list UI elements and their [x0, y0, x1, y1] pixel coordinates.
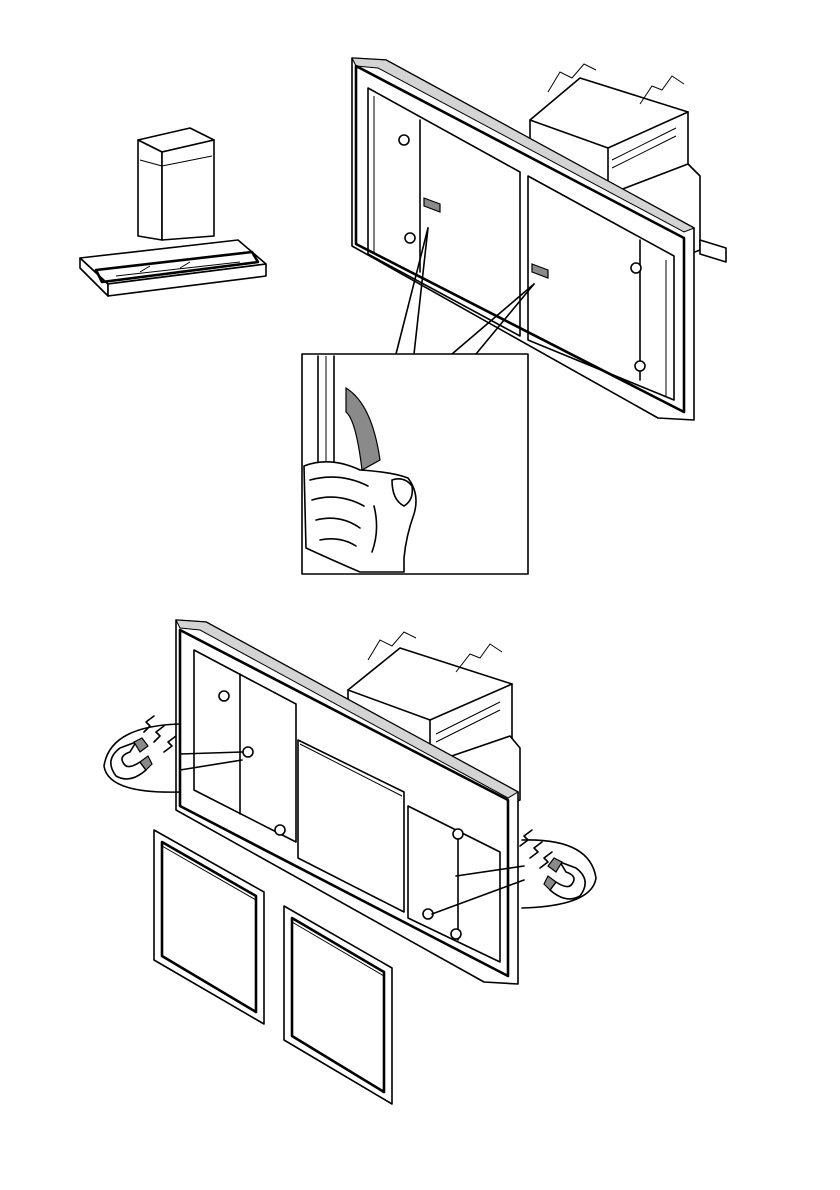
remove-protective-film — [302, 354, 528, 574]
magnet-callout-left — [104, 716, 180, 792]
fastener — [399, 135, 409, 145]
fastener — [275, 825, 285, 835]
fastener — [635, 361, 645, 371]
fastener — [631, 263, 641, 273]
callout-bubble — [522, 840, 596, 908]
bracket — [700, 240, 726, 262]
grease-filter-icon — [154, 830, 264, 1024]
fastener — [405, 233, 415, 243]
grease-filter-right — [284, 906, 392, 1104]
grease-filter-icon — [284, 906, 392, 1104]
fastener — [451, 929, 461, 939]
hand-icon — [304, 462, 416, 572]
grease-filter-left — [154, 830, 264, 1024]
magnet-callout-right — [520, 830, 596, 908]
chimney-left-face — [138, 140, 162, 240]
fastener — [243, 747, 253, 757]
hood-overview — [80, 128, 266, 296]
fastener — [219, 691, 229, 701]
fastener — [453, 829, 463, 839]
chimney-right-face — [162, 140, 214, 240]
